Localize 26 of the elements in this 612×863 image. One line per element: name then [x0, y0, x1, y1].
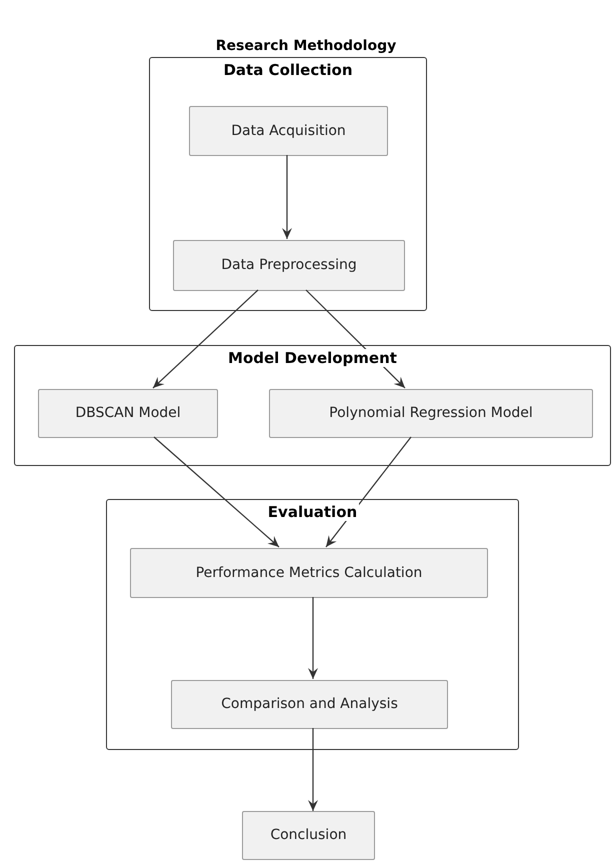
box-label: Performance Metrics Calculation [196, 564, 422, 582]
box-label: Polynomial Regression Model [329, 404, 533, 423]
process-box [38, 389, 218, 438]
process-box [171, 680, 448, 729]
arrow [308, 728, 318, 811]
process-box [242, 811, 375, 860]
process-box [130, 548, 488, 598]
arrow [308, 597, 318, 679]
arrow [154, 436, 280, 548]
arrow [306, 290, 406, 388]
group-frame [149, 57, 427, 311]
box-label: Data Preprocessing [221, 256, 357, 275]
process-box [173, 240, 405, 291]
group-frame [14, 345, 611, 466]
box-label: Conclusion [270, 826, 347, 845]
arrow [282, 155, 292, 239]
process-box [269, 389, 593, 438]
arrow [152, 290, 258, 388]
box-label: DBSCAN Model [75, 404, 181, 423]
group-frame [106, 499, 519, 750]
box-label: Comparison and Analysis [221, 695, 398, 714]
diagram-title: Research Methodology [216, 37, 396, 56]
arrow [326, 436, 412, 548]
box-label: Data Acquisition [231, 122, 346, 140]
group-heading: Model Development [226, 349, 399, 367]
process-box [189, 106, 388, 156]
